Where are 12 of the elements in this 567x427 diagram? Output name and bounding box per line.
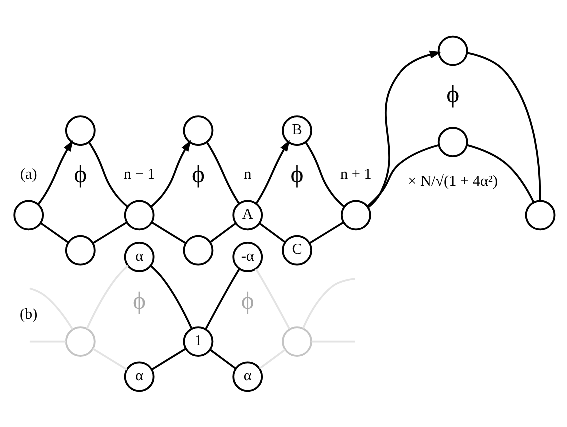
label: ϕ [446,81,460,108]
label: × N/√(1 + 4α²) [408,172,498,190]
label: n − 1 [124,166,156,183]
label: ϕ [241,287,254,314]
label: n + 1 [340,166,372,183]
label: n [244,166,252,183]
label: ϕ [133,287,146,314]
label: (b) [20,305,38,322]
label: (a) [20,166,38,183]
label: ϕ [290,160,304,188]
label: ϕ [74,160,88,188]
label: ϕ [192,160,205,188]
